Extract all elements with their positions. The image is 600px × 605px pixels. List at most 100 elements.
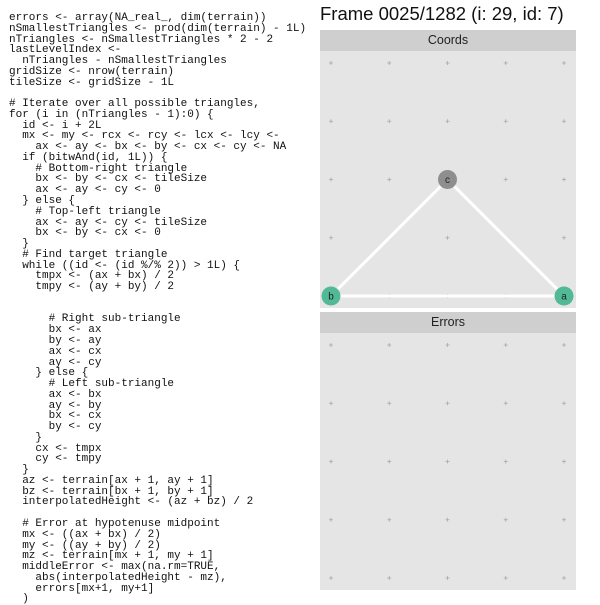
code-line: by <- cy [9, 421, 102, 434]
code-line: middleError <- max(na.rm=TRUE, [9, 561, 221, 574]
code-line: } [9, 238, 29, 251]
grid-cross [503, 517, 508, 522]
grid-cross [387, 61, 392, 65]
code-line: ay <- by [9, 399, 102, 412]
grid-cross [387, 576, 392, 580]
code-line: mz <- terrain[mx + 1, my + 1] [9, 550, 214, 563]
code-line: cx <- tmpx [9, 442, 102, 455]
grid-cross [445, 61, 450, 65]
grid-cross [445, 401, 450, 406]
code-line: # Error at hypotenuse midpoint [9, 517, 221, 530]
code-line: ax <- ay <- cy <- tileSize [9, 216, 208, 229]
code-line: # Bottom-right triangle [9, 162, 188, 175]
grid-cross [387, 459, 392, 464]
grid-cross [503, 61, 508, 65]
code-listing: errors <- array(NA_real_, dim(terrain))n… [2, 12, 307, 605]
coords-plot: a b c [321, 61, 574, 306]
code-line: bx <- by <- cx <- tileSize [9, 173, 208, 186]
grid-cross [329, 401, 333, 406]
grid-cross [387, 177, 392, 182]
code-line: errors[mx+1, my+1] [9, 582, 155, 595]
triangle-edges [327, 177, 568, 298]
code-line: tmpx <- (ax + bx) / 2 [9, 270, 175, 283]
grid-cross [445, 235, 450, 240]
code-line: lastLevelIndex <- [9, 44, 122, 57]
grid-cross [503, 459, 508, 464]
errors-panel: Errors [320, 312, 576, 590]
code-line: } else { [9, 195, 76, 208]
grid-cross [329, 517, 333, 522]
grid-cross [503, 343, 508, 347]
grid-cross [503, 119, 508, 124]
grid-cross [445, 576, 450, 580]
code-line: ax <- ay <- cy <- 0 [9, 184, 161, 197]
grid-cross [562, 401, 566, 406]
code-line: if (bitwAnd(id, 1L)) { [9, 151, 168, 164]
code-line: nTriangles <- nSmallestTriangles * 2 - 2 [9, 33, 274, 46]
code-line: ) [9, 593, 29, 605]
code-line: mx <- ((ax + bx) / 2) [9, 528, 161, 541]
grid-cross [562, 235, 566, 240]
errors-panel-header: Errors [320, 312, 576, 333]
coords-panel-header: Coords [320, 30, 576, 51]
code-line: nTriangles - nSmallestTriangles [9, 55, 227, 68]
grid-cross [445, 343, 450, 347]
code-line: nSmallestTriangles <- prod(dim(terrain) … [9, 22, 307, 35]
grid-cross [503, 177, 508, 182]
code-line: gridSize <- nrow(terrain) [9, 65, 175, 78]
grid-cross [329, 343, 333, 347]
code-line: id <- i + 2L [9, 119, 102, 132]
code-line: mx <- my <- rcx <- rcy <- lcx <- lcy <- [9, 130, 280, 143]
vertex-c: c [438, 170, 457, 189]
grid-cross [562, 517, 566, 522]
grid-cross [387, 517, 392, 522]
grid-cross [329, 177, 333, 182]
grid-cross [562, 119, 566, 124]
code-line: errors <- array(NA_real_, dim(terrain)) [9, 12, 267, 24]
code-line: # Right sub-triangle [9, 313, 181, 326]
grid-cross [562, 459, 566, 464]
grid-cross [329, 61, 333, 65]
grid-cross [329, 119, 333, 124]
code-line: my <- ((ay + by) / 2) [9, 539, 161, 552]
errors-plot [329, 343, 566, 580]
code-line: ax <- cx [9, 345, 102, 358]
grid-cross [562, 61, 566, 65]
grid-cross [562, 343, 566, 347]
vertex-label: a [561, 292, 567, 303]
code-line: for (i in (nTriangles - 1):0) { [9, 108, 214, 121]
grid-cross [329, 459, 333, 464]
grid-cross [562, 576, 566, 580]
frame-title: Frame 0025/1282 (i: 29, id: 7) [320, 3, 564, 24]
code-line: bx <- ax [9, 324, 102, 337]
grid-cross [503, 401, 508, 406]
grid-cross [387, 119, 392, 124]
grid-cross [503, 576, 508, 580]
code-line: # Top-left triangle [9, 205, 161, 218]
code-line: } [9, 431, 43, 444]
code-line: tileSize <- gridSize - 1L [9, 76, 175, 89]
code-line: cy <- tmpy [9, 453, 102, 466]
code-line: while ((id <- (id %/% 2)) > 1L) { [9, 259, 241, 272]
code-line: abs(interpolatedHeight - mz), [9, 571, 227, 584]
vertex-a: a [554, 286, 574, 306]
code-line: # Find target triangle [9, 248, 168, 261]
code-line: bz <- terrain[bx + 1, by + 1] [9, 485, 214, 498]
grid-cross [445, 517, 450, 522]
coords-panel: Coords a b c [320, 30, 576, 308]
vertex-label: b [328, 292, 334, 303]
code-line: ax <- ay <- bx <- by <- cx <- cy <- NA [9, 141, 287, 154]
code-line: az <- terrain[ax + 1, ay + 1] [9, 474, 214, 487]
grid-cross [387, 343, 392, 347]
grid-cross [562, 177, 566, 182]
grid-cross [445, 119, 450, 124]
vertex-label: c [445, 175, 450, 186]
code-line: ay <- cy [9, 356, 102, 369]
vertex-b: b [321, 286, 341, 306]
code-line: } [9, 464, 29, 477]
code-line-current: if (bitwAnd(id, 1L)) { [2, 303, 306, 315]
code-line: ax <- bx [9, 388, 102, 401]
grid-cross [387, 401, 392, 406]
code-line: } else { [9, 367, 89, 380]
code-line: bx <- cx [9, 410, 102, 423]
